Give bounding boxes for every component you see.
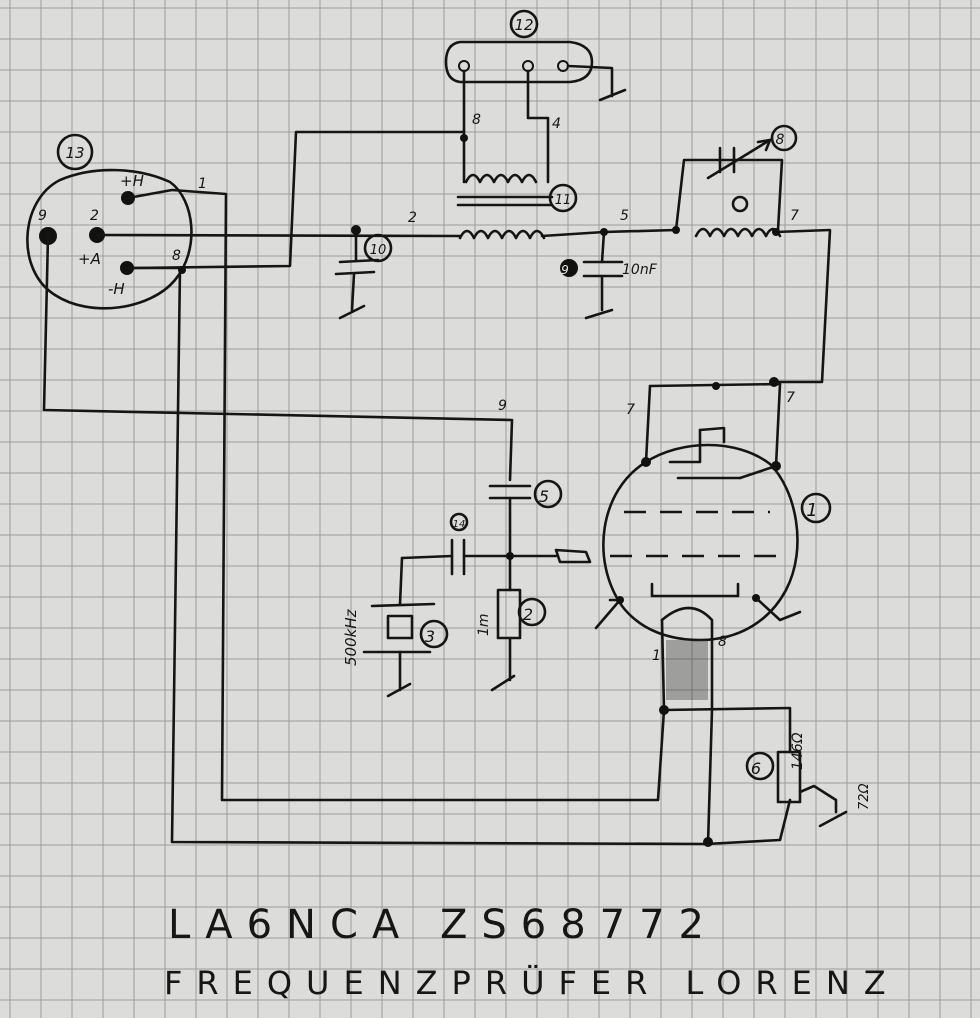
label-4: 4 [552,116,561,132]
label-plus-h: +H [120,172,144,190]
label-8-heater: 8 [718,634,727,650]
label-8-varcap: 8 [776,132,785,148]
label-12: 12 [514,16,533,34]
label-5-node: 5 [620,208,629,224]
title-device: FREQUENZPRÜFER LORENZ [164,964,900,1002]
label-8-transformer: 8 [472,112,481,128]
wiring [42,124,832,846]
socket-12 [444,9,627,102]
transformer-11 [456,69,578,240]
label-14: 14 [453,519,466,530]
label-7-anode-left: 7 [626,402,635,418]
title-block: LA6NCA ZS68772 FREQUENZPRÜFER LORENZ [164,902,900,1002]
label-plus-a: +A [78,250,101,268]
label-13: 13 [65,144,84,162]
label-9-plug: 9 [38,208,47,224]
label-500khz: 500kHz [342,608,360,666]
circled-labels [363,233,578,649]
label-10nf: 10nF [622,262,658,278]
label-3: 3 [425,627,435,646]
label-minus-h: -H [108,280,125,298]
label-2-wire: 2 [408,210,417,226]
label-2-plug: 2 [90,208,99,224]
junctions [178,134,780,560]
label-11: 11 [555,193,572,208]
label-2-resistor: 2 [523,605,533,624]
label-1: 1 [806,500,817,521]
label-1m: 1m [476,613,492,636]
label-146-ohm: 146Ω [790,732,806,770]
label-10: 10 [370,243,387,258]
label-1-heater: 1 [652,648,661,664]
label-7-anode-right: 7 [786,390,795,406]
label-72-ohm: 72Ω [857,783,872,810]
title-callsign: LA6NCA ZS68772 [168,902,718,948]
label-8-plug: 8 [172,248,181,264]
label-9-wire: 9 [498,398,507,414]
resistor-6 [659,705,848,847]
text-labels: 1 1 1 2 2 2 3 4 5 5 6 7 7 7 8 8 8 8 9 9 … [38,16,872,810]
label-7-right: 7 [790,208,799,224]
label-6: 6 [751,759,761,778]
label-9-cap: 9 [561,263,569,277]
tube-1 [594,377,832,712]
label-1-plug: 1 [198,176,207,192]
label-5-cap: 5 [539,487,549,506]
